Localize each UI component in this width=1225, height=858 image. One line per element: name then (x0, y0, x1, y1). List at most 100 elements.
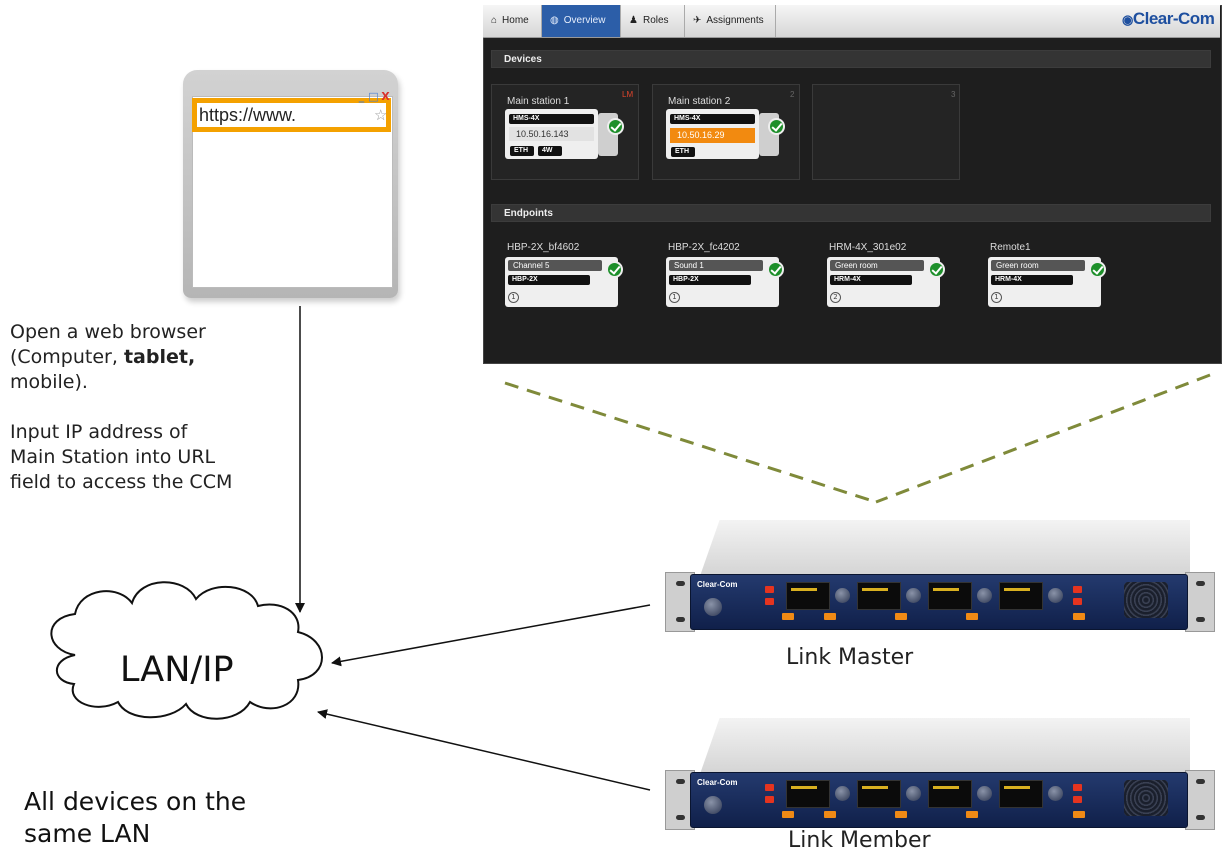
channel-display (857, 582, 901, 610)
channel-display (928, 780, 972, 808)
maximize-icon[interactable]: □ (368, 90, 379, 103)
minimize-icon[interactable]: _ (358, 90, 365, 103)
browser-url-field[interactable]: https://www. (197, 103, 386, 127)
button-amber[interactable] (782, 811, 794, 818)
button-amber[interactable] (1073, 613, 1085, 620)
endpoints-section-header: Endpoints (491, 204, 1211, 222)
endpoint-channel: Sound 1 (669, 260, 763, 271)
instruction-line: Input IP address of (10, 421, 188, 443)
endpoint-name: HRM-4X_301e02 (829, 242, 907, 253)
lan-ip-label: LAN/IP (120, 650, 234, 690)
plug-icon: ✈ (693, 15, 702, 26)
volume-knob[interactable] (906, 588, 921, 603)
button-amber[interactable] (824, 811, 836, 818)
tab-label: Assignments (706, 15, 764, 26)
button-red[interactable] (765, 784, 774, 791)
link-member-label: Link Member (788, 828, 931, 853)
volume-knob[interactable] (835, 786, 850, 801)
globe-icon: ◍ (550, 15, 559, 26)
volume-knob[interactable] (1048, 588, 1063, 603)
clear-com-logo-text: Clear-Com (1132, 9, 1215, 28)
channel-display (928, 582, 972, 610)
button-red[interactable] (1073, 598, 1082, 605)
unit-brand-label: Clear-Com (697, 778, 738, 787)
footer-line: same LAN (24, 819, 151, 848)
tab-overview[interactable]: ◍Overview (542, 5, 621, 37)
endpoint-slot-badge: 1 (669, 292, 680, 303)
instruction-line: (Computer, tablet, (10, 345, 232, 370)
volume-knob[interactable] (906, 786, 921, 801)
link-member-top-cover (700, 718, 1190, 774)
device-port-badge: ETH (510, 146, 534, 156)
instruction-line-pre: (Computer, (10, 346, 124, 368)
fan-grille-icon (1124, 582, 1168, 618)
device-cell-empty[interactable] (812, 84, 960, 180)
button-red[interactable] (1073, 784, 1082, 791)
close-icon[interactable]: X (381, 90, 390, 103)
rack-ear-right (1185, 572, 1215, 632)
tab-label: Roles (642, 15, 669, 26)
button-amber[interactable] (824, 613, 836, 620)
endpoint-name: Remote1 (990, 242, 1031, 253)
channel-display (857, 780, 901, 808)
endpoint-name: HBP-2X_fc4202 (668, 242, 740, 253)
endpoint-name: HBP-2X_bf4602 (507, 242, 580, 253)
device-name: Main station 1 (507, 96, 570, 107)
dashed-line-left (504, 381, 877, 504)
volume-knob[interactable] (977, 786, 992, 801)
device-ip-address: 10.50.16.29 (670, 128, 755, 143)
clear-com-logo-mark-icon: ◉ (1122, 12, 1133, 27)
endpoint-model: HRM-4X (991, 275, 1073, 285)
endpoint-slot-badge: 1 (991, 292, 1002, 303)
devices-section-header: Devices (491, 50, 1211, 68)
endpoint-model: HRM-4X (830, 275, 912, 285)
endpoint-slot-badge: 2 (830, 292, 841, 303)
device-port-badge: ETH (671, 147, 695, 157)
device-name: Main station 2 (668, 96, 731, 107)
volume-knob[interactable] (835, 588, 850, 603)
instruction-line-bold: tablet, (123, 346, 196, 368)
link-master-label: Link Master (786, 645, 914, 670)
endpoint-model: HBP-2X (508, 275, 590, 285)
status-ok-icon (768, 118, 785, 135)
link-master-top-cover (700, 520, 1190, 576)
device-slot: 3 (951, 90, 956, 99)
dashed-line-right (875, 373, 1211, 504)
instruction-line: Main Station into URL (10, 446, 216, 468)
xlr-connector-icon (704, 598, 722, 616)
button-red[interactable] (1073, 796, 1082, 803)
endpoint-channel: Channel 5 (508, 260, 602, 271)
button-amber[interactable] (895, 613, 907, 620)
tab-home[interactable]: ⌂Home (483, 5, 542, 37)
instruction-line: Open a web browser (10, 321, 206, 343)
volume-knob[interactable] (1048, 786, 1063, 801)
button-amber[interactable] (966, 811, 978, 818)
device-model: HMS-4X (509, 114, 594, 124)
button-amber[interactable] (782, 613, 794, 620)
clear-com-logo: ◉Clear-Com (1122, 9, 1215, 29)
instruction-text: Open a web browser (Computer, tablet, mo… (10, 320, 232, 495)
button-amber[interactable] (966, 613, 978, 620)
button-red[interactable] (765, 796, 774, 803)
endpoint-channel: Green room (830, 260, 924, 271)
button-red[interactable] (765, 598, 774, 605)
button-red[interactable] (1073, 586, 1082, 593)
button-amber[interactable] (1073, 811, 1085, 818)
endpoint-channel: Green room (991, 260, 1085, 271)
home-icon: ⌂ (491, 15, 498, 26)
channel-display (999, 582, 1043, 610)
status-ok-icon (606, 261, 623, 278)
volume-knob[interactable] (977, 588, 992, 603)
instruction-line: mobile). (10, 371, 88, 393)
tab-assignments[interactable]: ✈ Assignments (685, 5, 776, 37)
button-amber[interactable] (895, 811, 907, 818)
users-icon: ♟ (629, 15, 638, 26)
device-slot: LM (622, 90, 634, 99)
channel-display (786, 780, 830, 808)
rack-ear-right (1185, 770, 1215, 830)
status-ok-icon (607, 118, 624, 135)
unit-brand-label: Clear-Com (697, 580, 738, 589)
button-red[interactable] (765, 586, 774, 593)
tab-roles[interactable]: ♟ Roles (621, 5, 685, 37)
footer-text: All devices on the same LAN (24, 786, 246, 850)
